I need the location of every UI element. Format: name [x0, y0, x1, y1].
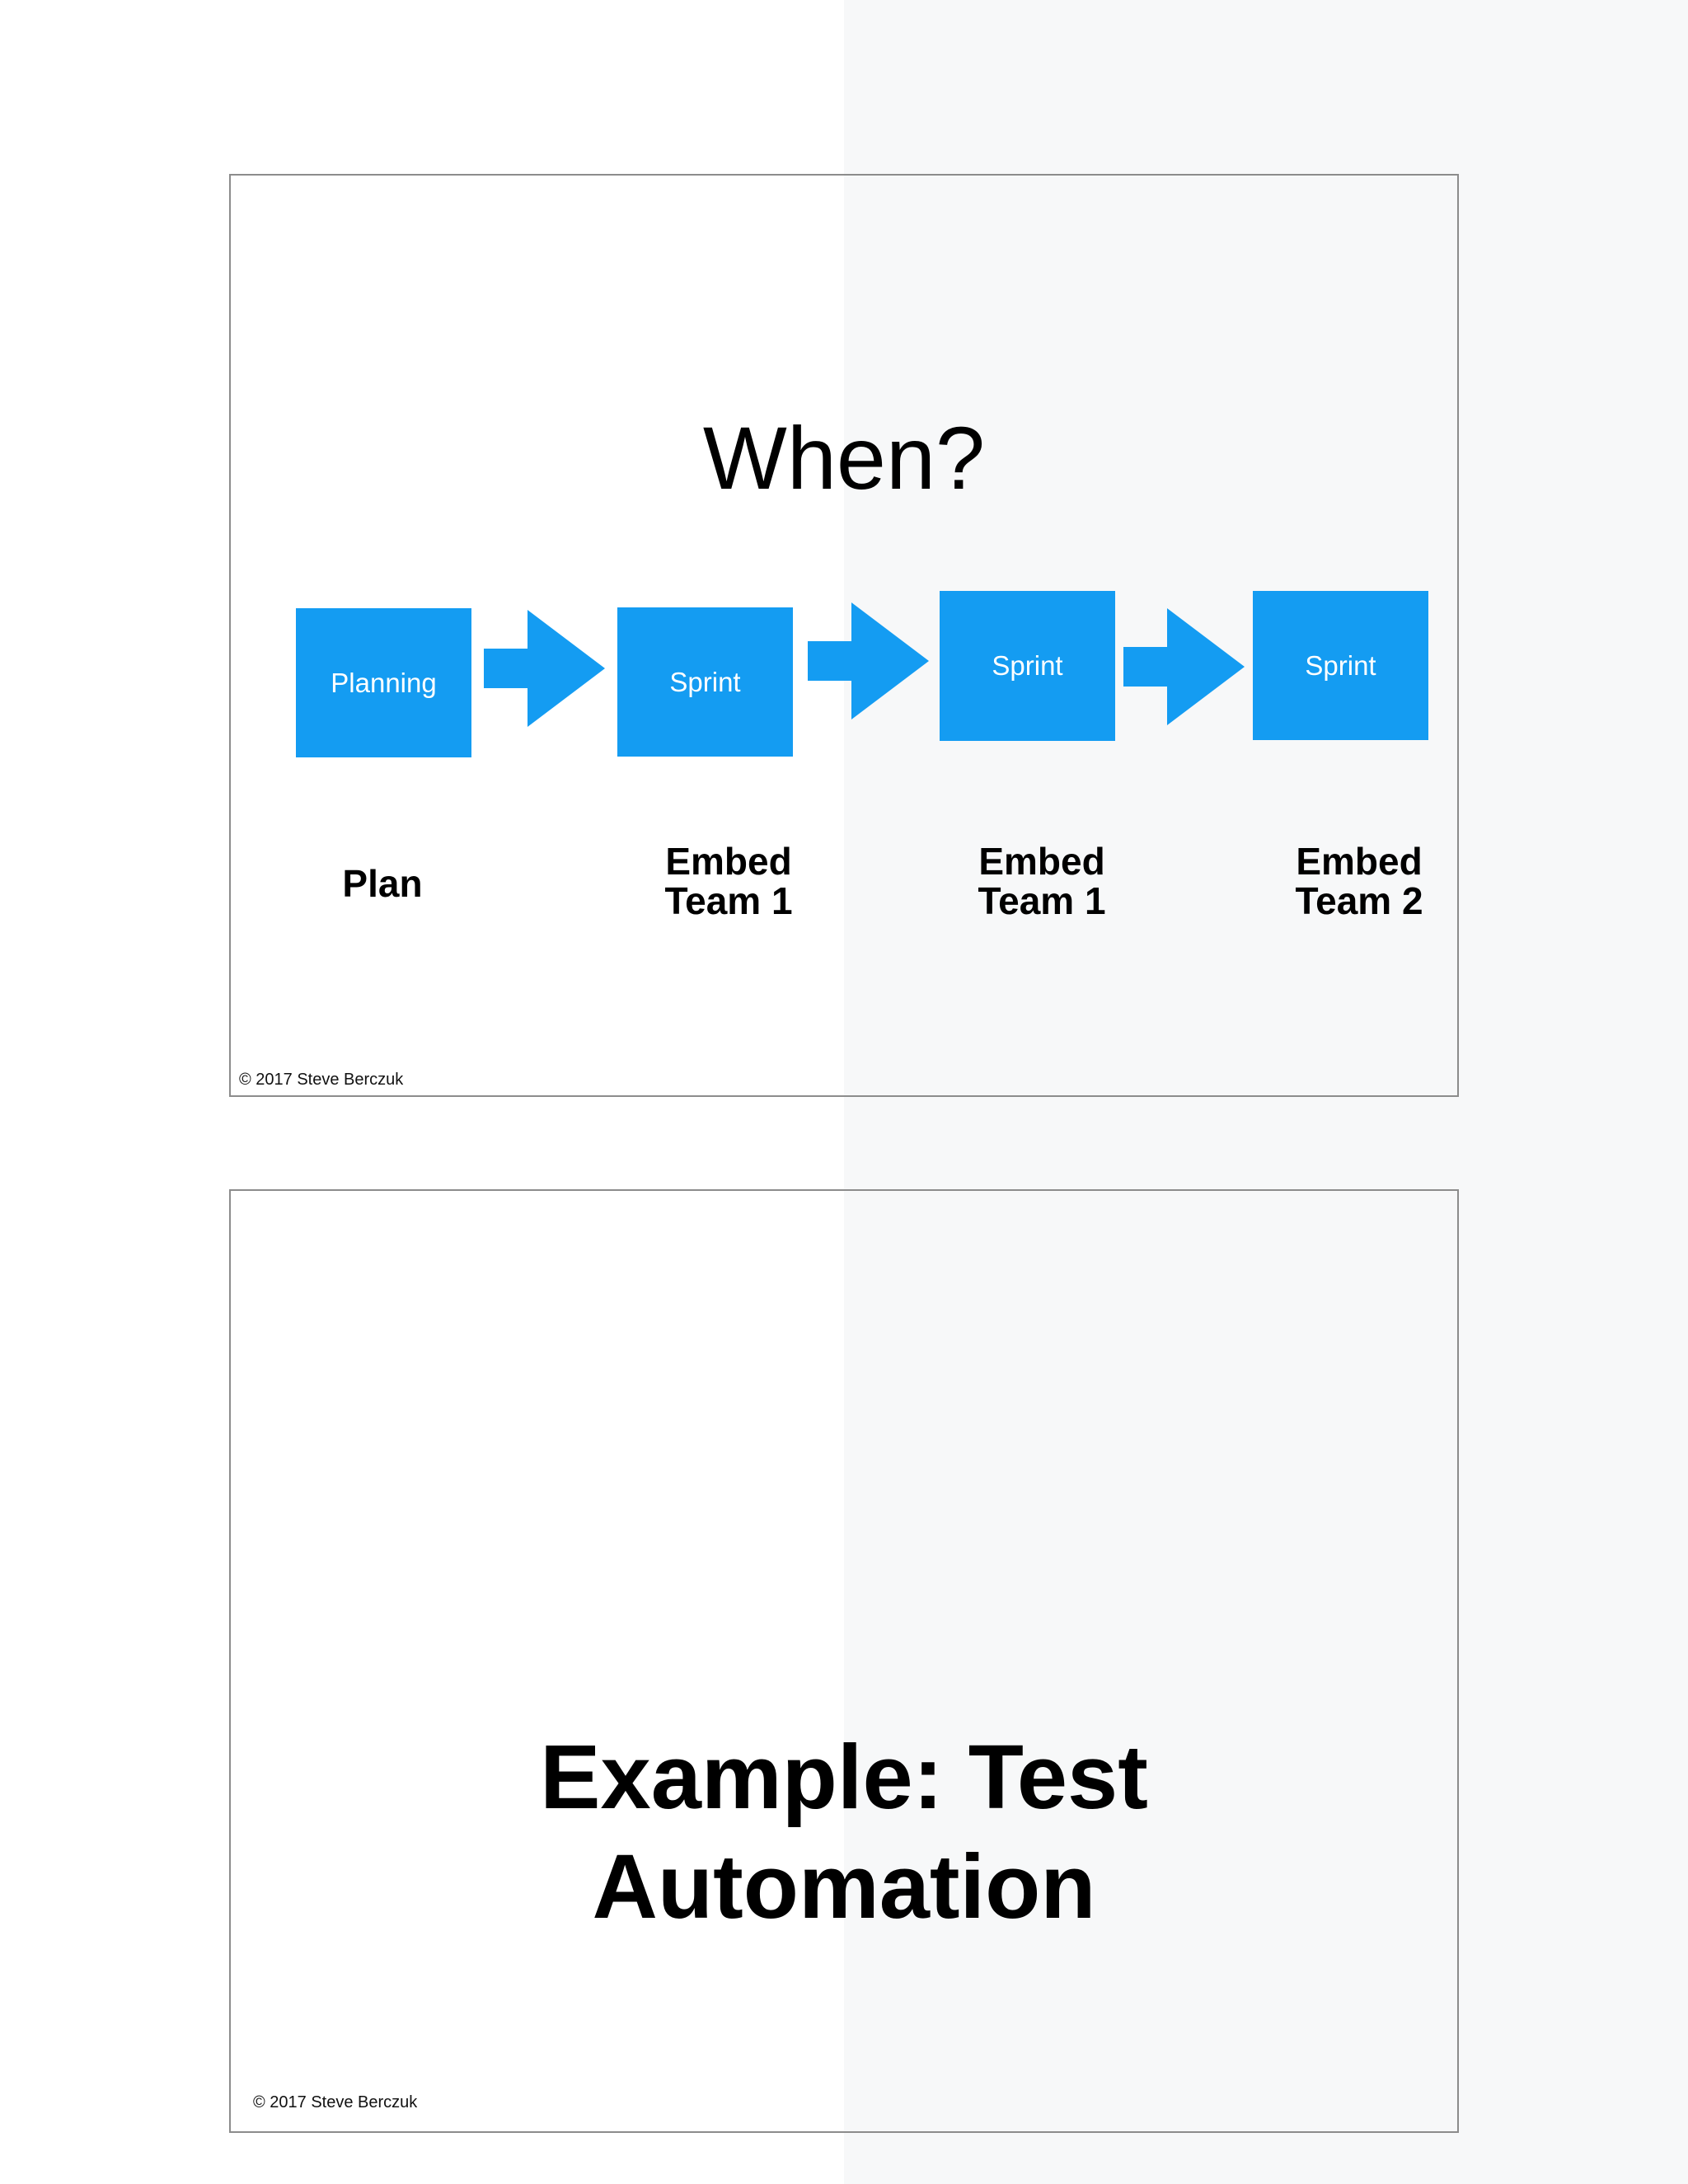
slide-when: When? Planning Sprint Sprint Sprint Plan…: [229, 174, 1459, 1097]
title-line: Example: Test: [540, 1727, 1148, 1828]
caption-line: Embed: [665, 840, 792, 883]
flow-caption-embed-team-1: Embed Team 1: [664, 841, 792, 921]
title-line: Automation: [592, 1836, 1096, 1938]
caption-line: Team 1: [664, 879, 793, 922]
flow-box-label: Sprint: [1305, 649, 1376, 681]
flow-arrow-icon: [484, 610, 605, 727]
flow-caption-embed-team-1b: Embed Team 1: [978, 841, 1105, 921]
slide-title: When?: [702, 408, 986, 508]
flow-box-sprint-1: Sprint: [617, 607, 793, 757]
flow-box-sprint-3: Sprint: [1253, 591, 1428, 740]
flow-arrow-icon: [1123, 608, 1245, 725]
flow-box-sprint-2: Sprint: [940, 591, 1115, 741]
copyright-note: © 2017 Steve Berczuk: [239, 1071, 404, 1089]
caption-line: Plan: [342, 862, 423, 905]
caption-line: Team 2: [1295, 879, 1423, 922]
flow-box-label: Sprint: [992, 650, 1063, 681]
copyright-note: © 2017 Steve Berczuk: [253, 2093, 418, 2111]
flow-box-planning: Planning: [296, 608, 471, 757]
flow-arrow-icon: [808, 602, 929, 719]
caption-line: Embed: [978, 840, 1105, 883]
flow-arrow-shape: [1123, 608, 1245, 725]
flow-caption-plan: Plan: [342, 864, 422, 903]
slide-example-test-automation: Example: Test Automation © 2017 Steve Be…: [229, 1189, 1459, 2133]
flow-arrow-shape: [484, 610, 605, 727]
flow-box-label: Planning: [331, 667, 437, 698]
flow-arrow-shape: [808, 602, 929, 719]
caption-line: Team 1: [978, 879, 1106, 922]
caption-line: Embed: [1296, 840, 1423, 883]
flow-caption-embed-team-2: Embed Team 2: [1295, 841, 1423, 921]
slide-title: Example: Test Automation: [231, 1722, 1457, 1942]
flow-box-label: Sprint: [669, 666, 741, 697]
